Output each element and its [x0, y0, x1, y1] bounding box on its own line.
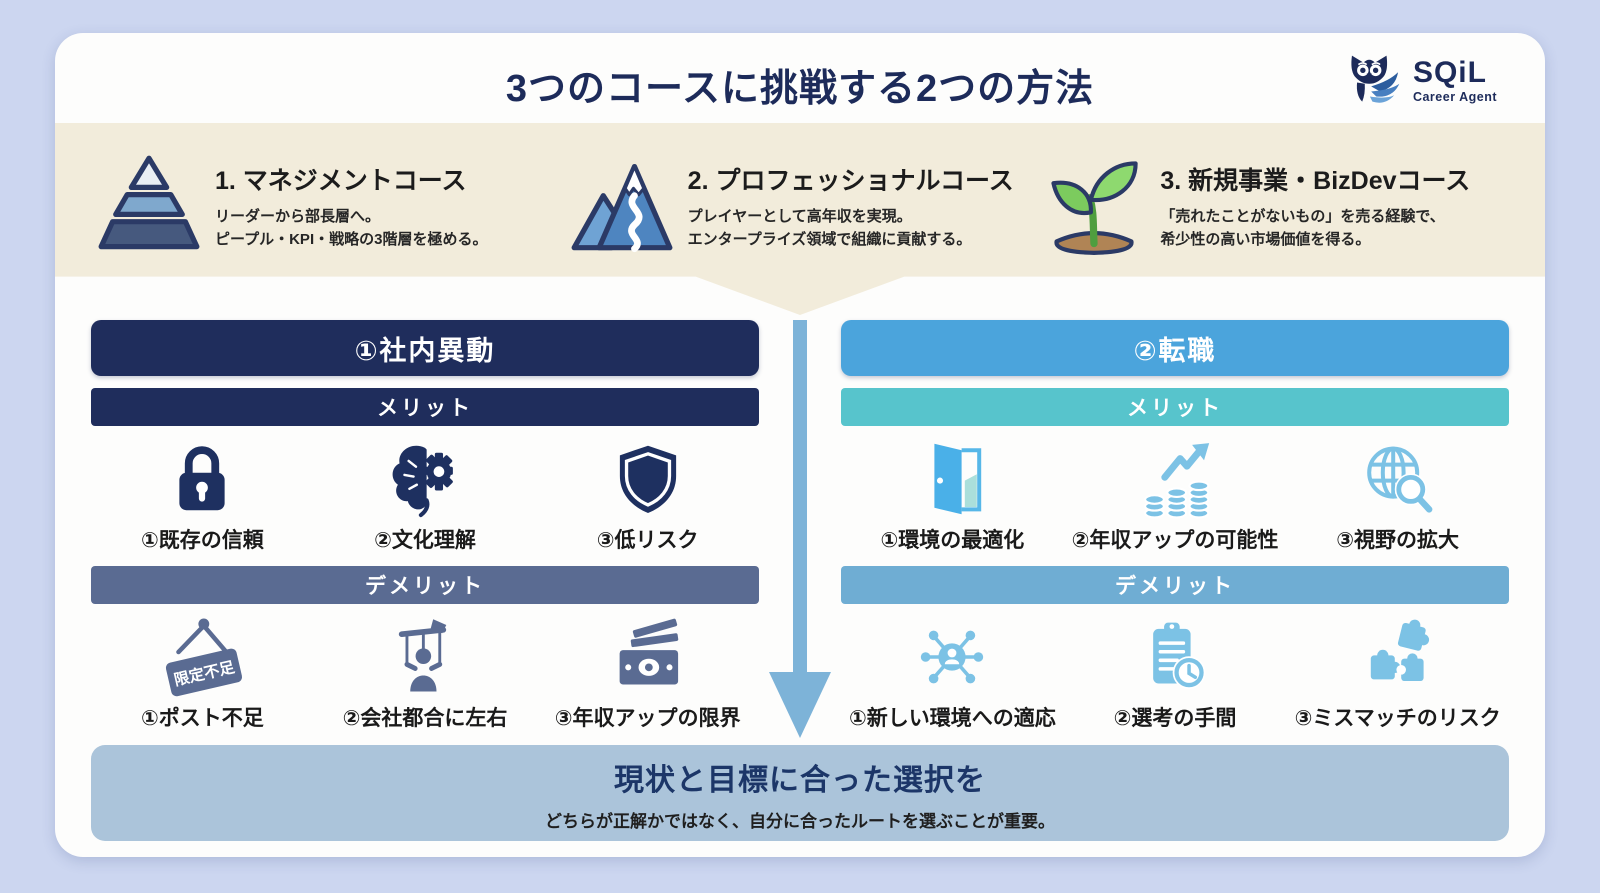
left-merit-bar: メリット: [91, 388, 759, 426]
right-demerit-bar: デメリット: [841, 566, 1509, 604]
conclusion-subtitle: どちらが正解かではなく、自分に合ったルートを選ぶことが重要。: [545, 811, 1055, 831]
list-item: ②文化理解: [314, 434, 537, 554]
puzzle-icon: [1358, 614, 1438, 700]
course-desc-line: 「売れたことがないもの」を売る経験で、: [1160, 207, 1445, 225]
brand-subtitle: Career Agent: [1412, 89, 1497, 104]
list-item: ①既存の信頼: [91, 434, 314, 554]
job-change-column: ②転職 メリット ①環境の最適化: [841, 320, 1509, 732]
course-desc-line: エンタープライズ領域で組織に貢献する。: [687, 231, 972, 248]
course-management: 1. マネジメントコース リーダーから部長層へ。 ピープル・KPI・戦略の3階層…: [97, 137, 570, 275]
infographic-card: 3つのコースに挑戦する2つの方法 SQiL Career Agent: [55, 33, 1545, 857]
puppet-icon: [384, 614, 466, 700]
shield-icon: [611, 436, 685, 522]
brand-logo: SQiL Career Agent: [1343, 49, 1497, 112]
list-item: ③低リスク: [536, 434, 759, 554]
hanging-sign-icon: 限定不足: [156, 614, 248, 700]
down-arrow-icon: [758, 320, 842, 745]
job-change-header: ②転職: [841, 320, 1509, 376]
course-desc-line: プレイヤーとして高年収を実現。: [687, 207, 912, 225]
list-item: 限定不足 ①ポスト不足: [91, 612, 314, 732]
course-desc-line: ピープル・KPI・戦略の3階層を極める。: [215, 231, 488, 248]
mountain-icon: [570, 152, 674, 261]
course-desc-line: 希少性の高い市場価値を得る。: [1160, 231, 1371, 248]
brain-gear-icon: [384, 436, 466, 522]
course-desc-line: リーダーから部長層へ。: [215, 207, 381, 225]
open-door-icon: [912, 436, 992, 522]
network-person-icon: [912, 614, 992, 700]
course-title: 3. 新規事業・BizDevコース: [1160, 166, 1471, 195]
coins-growth-icon: [1132, 436, 1218, 522]
list-item: ③ミスマッチのリスク: [1286, 612, 1509, 732]
list-item: ③視野の拡大: [1286, 434, 1509, 554]
owl-icon: [1343, 49, 1407, 112]
brand-name: SQiL: [1412, 55, 1487, 89]
globe-search-icon: [1358, 436, 1438, 522]
page-title: 3つのコースに挑戦する2つの方法: [505, 68, 1095, 110]
course-title: 2. プロフェッショナルコース: [687, 166, 1014, 195]
list-item: ②年収アップの可能性: [1064, 434, 1287, 554]
conclusion-box: 現状と目標に合った選択を どちらが正解かではなく、自分に合ったルートを選ぶことが…: [91, 745, 1509, 841]
left-demerit-bar: デメリット: [91, 566, 759, 604]
list-item: ②選考の手間: [1064, 612, 1287, 732]
clipboard-clock-icon: [1136, 614, 1214, 700]
money-icon: [605, 614, 691, 700]
lock-icon: [163, 436, 241, 522]
course-title: 1. マネジメントコース: [215, 166, 467, 195]
courses-band: 1. マネジメントコース リーダーから部長層へ。 ピープル・KPI・戦略の3階層…: [55, 123, 1545, 315]
list-item: ③年収アップの限界: [536, 612, 759, 732]
right-merit-bar: メリット: [841, 388, 1509, 426]
conclusion-title: 現状と目標に合った選択を: [614, 763, 986, 797]
list-item: ①新しい環境への適応: [841, 612, 1064, 732]
internal-transfer-column: ①社内異動 メリット ①既存の信頼: [91, 320, 759, 732]
pyramid-icon: [97, 152, 201, 261]
list-item: ②会社都合に左右: [314, 612, 537, 732]
course-bizdev: 3. 新規事業・BizDevコース 「売れたことがないもの」を売る経験で、 希少…: [1042, 137, 1515, 275]
list-item: ①環境の最適化: [841, 434, 1064, 554]
sprout-icon: [1042, 152, 1146, 261]
internal-transfer-header: ①社内異動: [91, 320, 759, 376]
course-professional: 2. プロフェッショナルコース プレイヤーとして高年収を実現。 エンタープライズ…: [570, 137, 1043, 275]
